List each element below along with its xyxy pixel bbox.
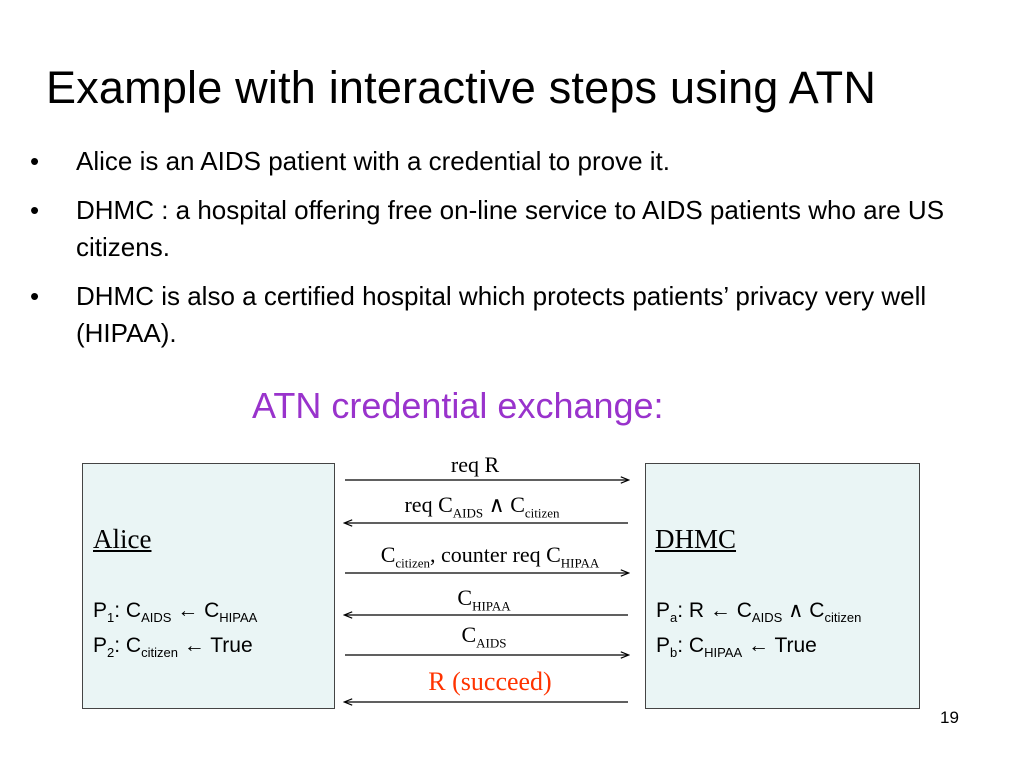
bullet-item: • Alice is an AIDS patient with a credent… [30,143,1020,180]
policy-p2: P2: Ccitizen ← True [93,632,257,667]
policy-index: b [670,645,678,661]
bullet-item: • DHMC is also a certified hospital which… [30,278,1020,352]
policy-label: P [93,634,108,658]
dhmc-name: DHMC [655,524,737,554]
credential-subscript: HIPAA [219,610,258,626]
message-text: ∧ C [483,492,525,517]
credential-subscript: HIPAA [472,598,511,614]
policy-index: 2 [107,645,115,661]
bullet-marker: • [30,195,40,225]
policy-index: a [670,610,678,626]
policy-text: ← C [171,599,220,622]
policy-index: 1 [107,610,115,626]
message-text: , counter req C [430,542,561,567]
policy-text: : C [114,634,142,658]
alice-box: Alice P1: CAIDS ← CHIPAA P2: Ccitizen ← … [82,463,335,709]
bullet-text: Alice is an AIDS patient with a credenti… [76,146,670,176]
policy-pb: Pb: CHIPAA ← True [656,632,861,667]
message-citizen-counter-req: Ccitizen, counter req CHIPAA [381,542,600,571]
credential-subscript: citizen [524,505,560,521]
alice-policies: P1: CAIDS ← CHIPAA P2: Ccitizen ← True [93,597,257,667]
alice-name: Alice [93,524,152,554]
diagram-subtitle: ATN credential exchange: [252,385,664,426]
credential-subscript: citizen [824,610,862,626]
dhmc-policies: Pa: R ← CAIDS ∧ Ccitizen Pb: CHIPAA ← Tr… [656,597,861,667]
credential-subscript: citizen [141,645,178,661]
policy-text: ← True [177,634,253,658]
credential-subscript: AIDS [751,610,783,626]
message-hipaa: CHIPAA [457,585,510,614]
bullet-list: • Alice is an AIDS patient with a credent… [30,143,1020,364]
message-req-aids-citizen: req CAIDS ∧ Ccitizen [404,492,559,521]
policy-label: P [656,634,671,658]
message-aids: CAIDS [461,622,506,651]
credential-subscript: AIDS [476,635,507,651]
credential-subscript: HIPAA [704,645,743,661]
message-text: req C [404,492,453,517]
message-succeed: R (succeed) [428,667,552,696]
page-number: 19 [940,708,959,727]
message-req-r: req R [450,452,500,477]
policy-text: : C [677,634,705,658]
policy-label: P [93,599,108,622]
dhmc-box: DHMC Pa: R ← CAIDS ∧ Ccitizen Pb: CHIPAA… [645,463,920,709]
policy-text: ∧ C [782,599,825,622]
policy-text: : C [114,599,142,622]
message-text: C [457,585,473,610]
credential-subscript: AIDS [141,610,172,626]
policy-label: P [656,599,671,622]
policy-text: ← True [742,634,817,658]
bullet-text: DHMC is also a certified hospital which … [76,281,927,348]
credential-subscript: citizen [395,555,431,571]
credential-subscript: AIDS [452,505,484,521]
bullet-item: • DHMC : a hospital offering free on-line… [30,192,1020,266]
bullet-marker: • [30,281,40,311]
bullet-marker: • [30,146,40,176]
slide-title: Example with interactive steps using ATN [46,62,877,113]
credential-subscript: HIPAA [560,555,600,571]
message-text: C [380,542,396,567]
policy-p1: P1: CAIDS ← CHIPAA [93,597,257,632]
message-text: C [461,622,477,647]
policy-pa: Pa: R ← CAIDS ∧ Ccitizen [656,597,861,632]
policy-text: : R ← C [677,599,752,622]
bullet-text: DHMC : a hospital offering free on-line … [76,195,945,262]
